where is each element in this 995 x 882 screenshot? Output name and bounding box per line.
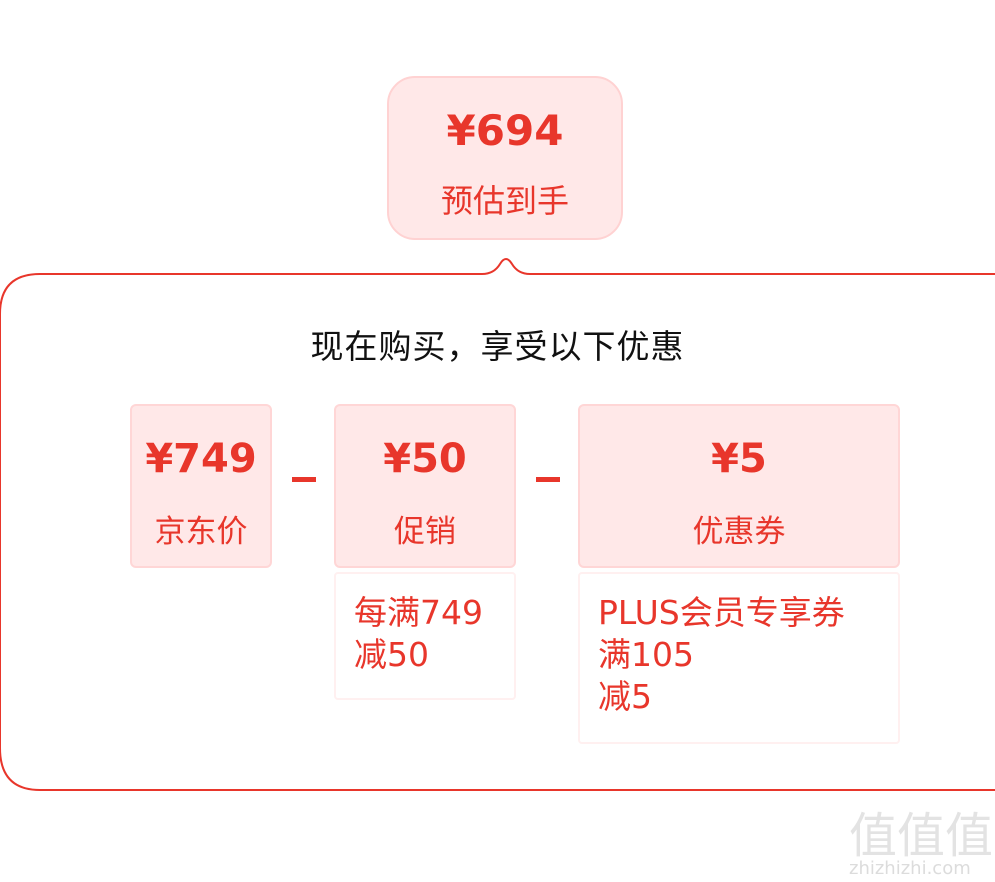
promotion-detail-line: 每满749: [354, 593, 483, 632]
coupon-detail-line: PLUS会员专享券: [598, 593, 845, 632]
coupon-detail-line: 满105: [598, 635, 694, 674]
watermark-logo: 值值值 zhizhizhi.com: [849, 808, 993, 879]
coupon-detail-line: 减5: [598, 677, 652, 716]
discount-panel: [0, 258, 995, 791]
coupon-card: ¥5 优惠券: [578, 404, 900, 568]
estimated-price: ¥694: [446, 106, 564, 155]
discount-headline: 现在购买，享受以下优惠: [310, 327, 685, 366]
estimated-price-badge: ¥694 预估到手: [387, 76, 623, 240]
jd-price-value: ¥749: [145, 436, 257, 482]
promotion-value: ¥50: [383, 436, 467, 482]
promotion-card: ¥50 促销: [334, 404, 516, 568]
jd-price-card: ¥749 京东价: [130, 404, 272, 568]
minus-sign-2: [536, 477, 560, 482]
minus-sign-1: [292, 477, 316, 482]
promotion-detail-line: 减50: [354, 635, 429, 674]
estimated-price-label: 预估到手: [440, 182, 569, 220]
watermark-site: zhizhizhi.com: [849, 858, 971, 879]
jd-price-label: 京东价: [154, 514, 248, 550]
coupon-value: ¥5: [711, 436, 767, 482]
promotion-detail: 每满749 减50: [334, 572, 516, 700]
watermark-glyphs: 值值值: [849, 808, 993, 864]
coupon-label: 优惠券: [692, 514, 786, 550]
coupon-detail: PLUS会员专享券 满105 减5: [578, 572, 900, 744]
promotion-label: 促销: [394, 514, 456, 550]
